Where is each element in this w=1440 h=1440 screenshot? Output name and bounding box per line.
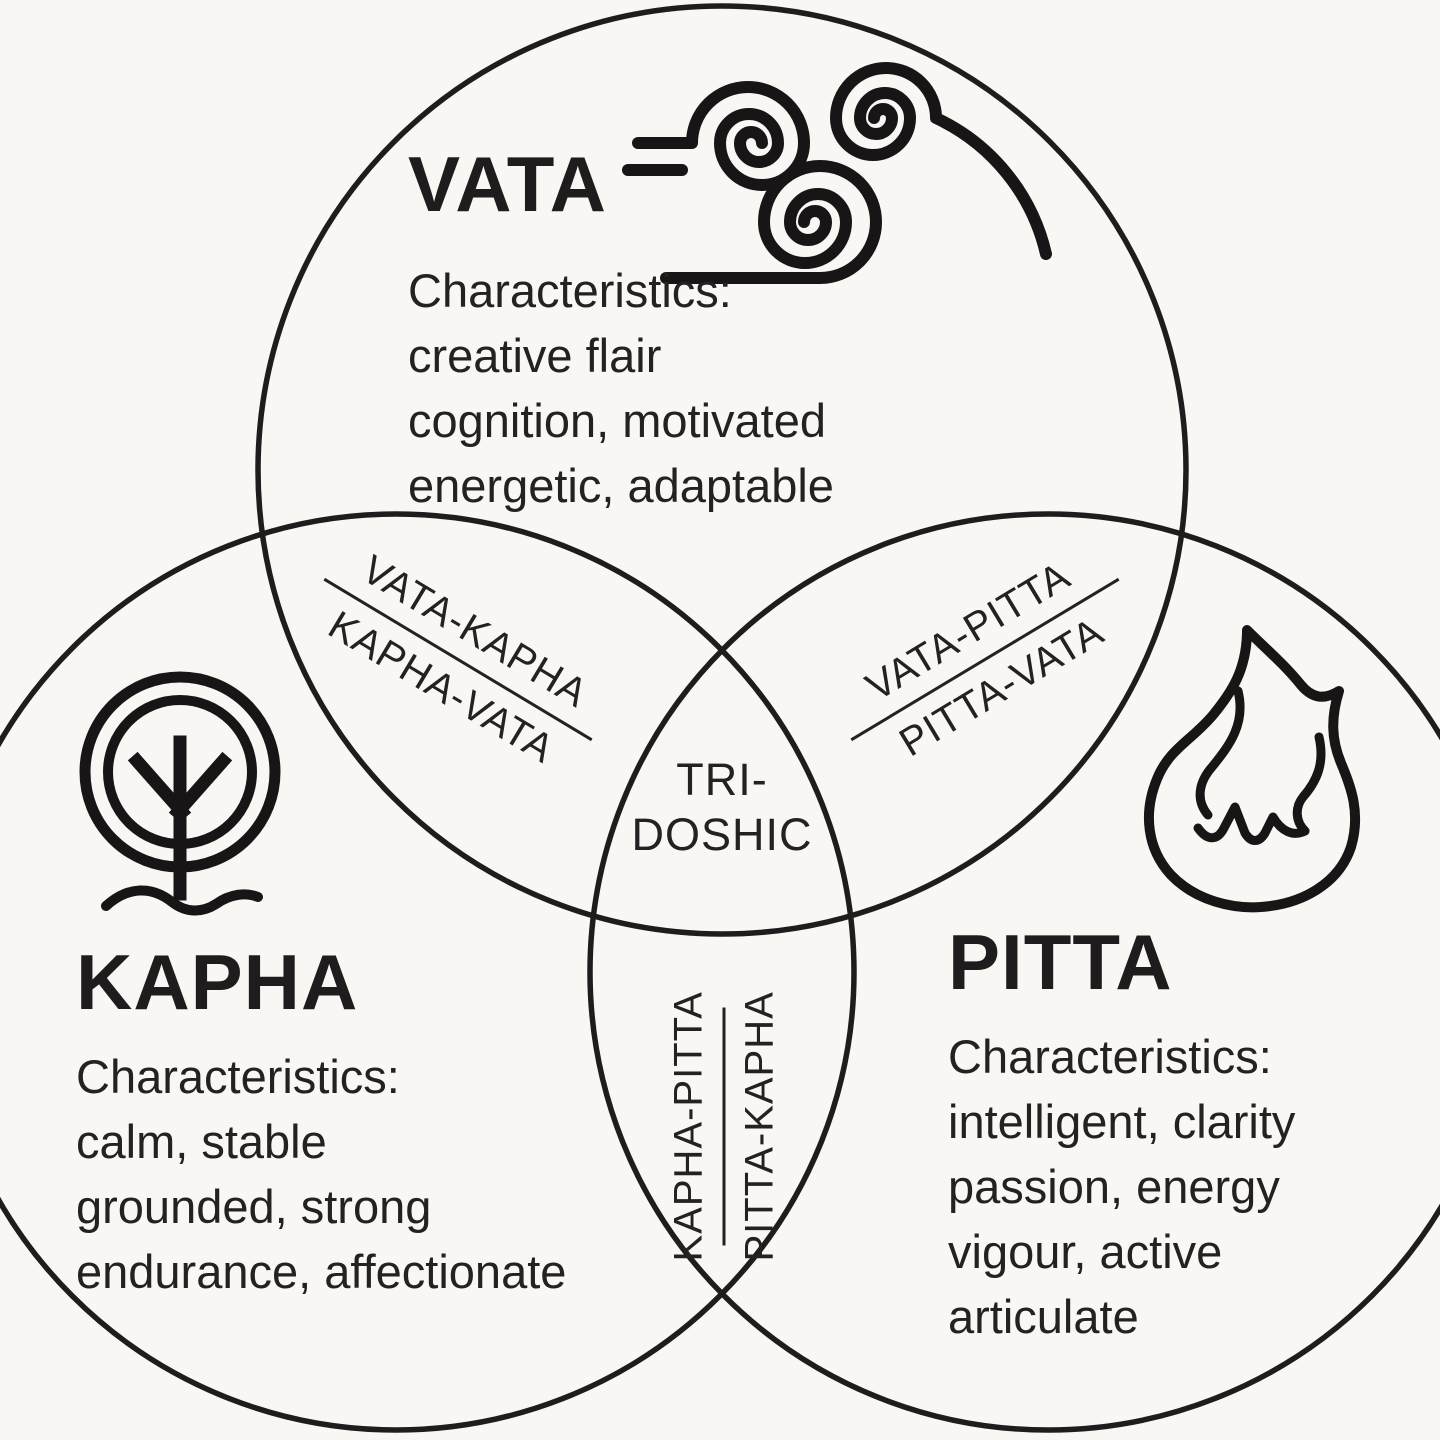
pitta-trait-line: intelligent, clarity xyxy=(948,1095,1296,1148)
tri-doshic-line2: DOSHIC xyxy=(631,809,813,860)
kapha-trait-line: endurance, affectionate xyxy=(76,1245,567,1298)
kapha-trait-line: grounded, strong xyxy=(76,1180,432,1233)
kapha-title: KAPHA xyxy=(76,938,359,1026)
vata-characteristics-heading: Characteristics: xyxy=(408,264,732,317)
vata-title: VATA xyxy=(408,140,607,228)
pitta-circle xyxy=(587,511,1440,1433)
vata-trait-line: cognition, motivated xyxy=(408,394,827,447)
overlap-label-kapha-pitta: KAPHA-PITTA PITTA-KAPHA xyxy=(666,991,783,1262)
overlap-kapha-pitta-left: KAPHA-PITTA xyxy=(666,991,711,1262)
vata-section: VATA Characteristics: creative flair cog… xyxy=(408,140,834,518)
tree-icon xyxy=(79,671,281,916)
tri-doshic-line1: TRI- xyxy=(676,754,768,805)
divider-line xyxy=(722,1007,726,1246)
vata-circle xyxy=(255,3,1189,937)
kapha-trait-line: calm, stable xyxy=(76,1115,327,1168)
pitta-title: PITTA xyxy=(948,918,1173,1006)
kapha-characteristics-heading: Characteristics: xyxy=(76,1050,400,1103)
wind-icon xyxy=(622,62,1052,284)
overlap-kapha-pitta-right: PITTA-KAPHA xyxy=(737,991,782,1262)
kapha-section: KAPHA Characteristics: calm, stable grou… xyxy=(76,938,566,1304)
pitta-trait-line: passion, energy xyxy=(948,1160,1280,1213)
fire-icon xyxy=(1143,625,1361,913)
pitta-characteristics-heading: Characteristics: xyxy=(948,1030,1272,1083)
kapha-circle xyxy=(0,511,857,1433)
pitta-trait-line: articulate xyxy=(948,1290,1139,1343)
pitta-trait-line: vigour, active xyxy=(948,1225,1223,1278)
vata-trait-line: energetic, adaptable xyxy=(408,459,834,512)
tri-doshic-label: TRI- DOSHIC xyxy=(592,752,852,862)
vata-trait-line: creative flair xyxy=(408,329,662,382)
pitta-section: PITTA Characteristics: intelligent, clar… xyxy=(948,918,1295,1349)
